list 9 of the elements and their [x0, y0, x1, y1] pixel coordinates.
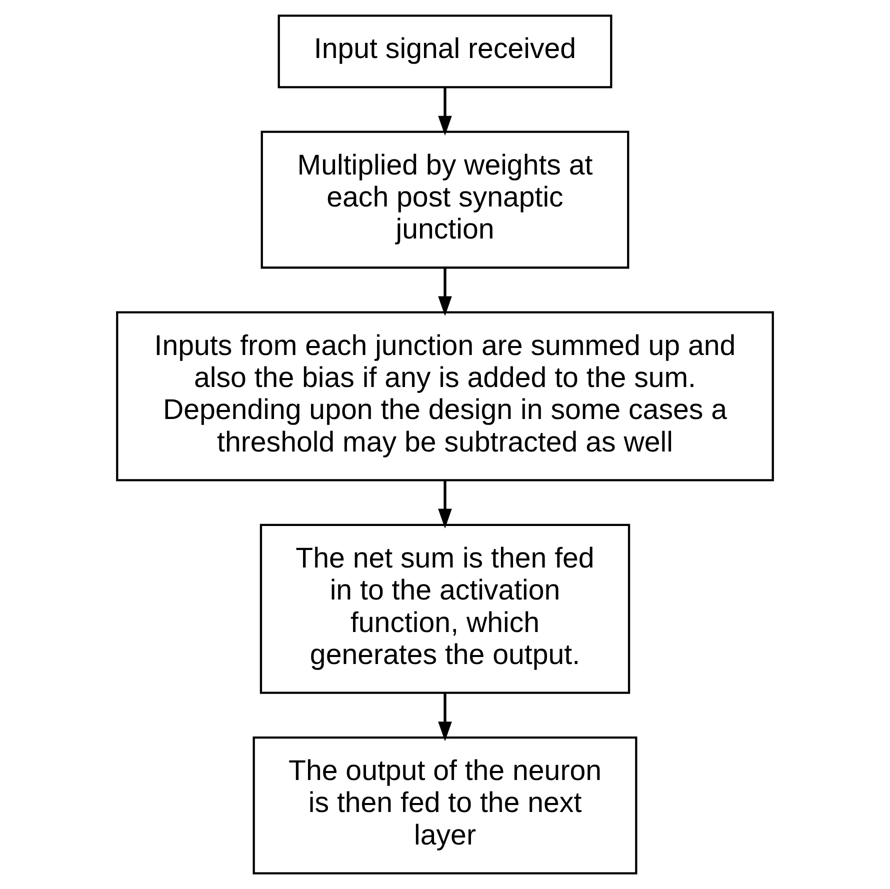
arrow	[438, 480, 452, 528]
node-box: The output of the neuron is then fed to the next layer	[252, 736, 638, 874]
arrow	[438, 88, 452, 136]
node-box: The net sum is then fed in to the activation function, which generates the output.	[260, 524, 630, 694]
node-box: Inputs from each junction are summed up and also the bias if any is added to the sum. Depending upon the design in some cases a threshold may be subtracted as well	[116, 311, 774, 482]
node-box: Multiplied by weights at each post synaptic junction	[260, 130, 630, 269]
node-box: Input signal received	[278, 14, 612, 88]
arrow	[438, 268, 452, 316]
arrow	[438, 693, 452, 742]
